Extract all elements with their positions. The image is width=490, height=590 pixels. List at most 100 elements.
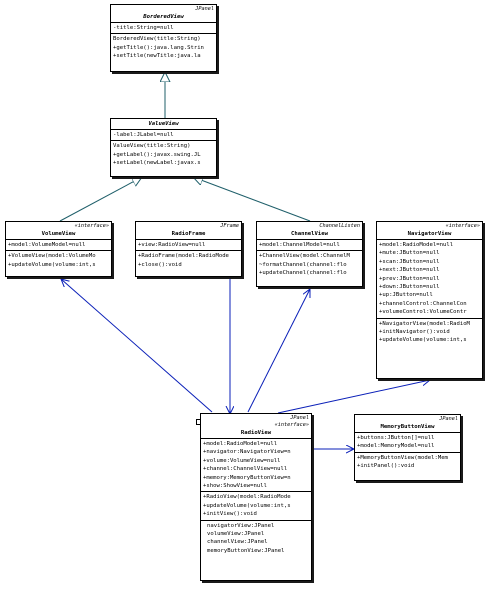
attribute-row: +scan:JButton=null: [379, 258, 440, 265]
operation-row: +updateChannel(channel:flo: [259, 270, 347, 277]
operation-row: +MemoryButtonView(model:Mem: [357, 454, 448, 461]
class-header: «interface» VolumeView: [6, 222, 111, 240]
attribute-row: +buttons:JButton[]=null: [357, 435, 435, 441]
operations-compartment: +RadioView(model:RadioMode+updateVolume(…: [201, 492, 311, 521]
operation-row: +RadioFrame(model:RadioMode: [138, 253, 229, 260]
class-navigatorview[interactable]: «interface» NavigatorView +model:RadioMode…: [376, 221, 483, 379]
operation-row: +initPanel():void: [357, 463, 415, 470]
class-name: NavigatorView: [407, 231, 452, 237]
generalization-channelview-to-valueview: [193, 177, 311, 222]
generalization-volumeview-to-valueview: [59, 177, 142, 222]
operations-compartment: +NavigatorView(model:RadioM +initNavigato…: [377, 319, 482, 346]
attributes-compartment: -label:JLabel=null: [111, 130, 216, 142]
attribute-row: +show:ShowView=null: [203, 483, 267, 490]
attributes-compartment: +model:ChannelModel=null: [257, 240, 362, 252]
class-name: RadioFrame: [171, 231, 206, 237]
operations-compartment: BorderedView(title:String)+getTitle():ja…: [111, 34, 216, 61]
class-volumeview[interactable]: «interface» VolumeView +model:VolumeModel=…: [5, 221, 112, 277]
operation-row: +NavigatorView(model:RadioM: [379, 320, 470, 327]
class-stereotype: ChannelListen: [319, 223, 360, 229]
attribute-row: +channel:ChannelView=null: [203, 466, 288, 473]
association-radioview-to-channelview: [247, 289, 310, 413]
attribute-row: +mute:JButton=null: [379, 250, 440, 257]
operations-compartment: +ChannelView(model:ChannelM~formatChanne…: [257, 251, 362, 278]
class-radioview[interactable]: JPanel«interface»RadioView+model:RadioMo…: [200, 413, 312, 581]
class-name: RadioView: [240, 430, 272, 436]
operation-row: +setTitle(newTitle:java.la: [113, 53, 201, 60]
class-stereotype: «interface»: [445, 223, 480, 229]
operation-row: +close():void: [138, 261, 182, 268]
attributes-compartment: -title:String=null: [111, 23, 216, 35]
class-name: ChannelView: [290, 231, 329, 237]
class-header: ValueView: [111, 119, 216, 130]
operation-row: ValueView(title:String): [113, 143, 191, 150]
attribute-row: +channelControl:ChannelCon: [379, 300, 467, 307]
attribute-row: +next:JButton=null: [379, 267, 440, 274]
operation-row: +getTitle():java.lang.Strin: [113, 44, 204, 51]
operations-compartment: +MemoryButtonView(model:Mem +initPanel():…: [355, 453, 460, 472]
class-stereotype: JPanel: [439, 416, 458, 422]
attribute-row: +model:RadioModel=null: [379, 242, 454, 248]
class-name: MemoryButtonView: [380, 424, 435, 430]
attribute-row: -title:String=null: [113, 25, 174, 31]
operation-row: +updateVolume(volume:int,s: [8, 261, 96, 268]
operations-compartment: +RadioFrame(model:RadioMode+close():void: [136, 251, 241, 270]
attributes-compartment: +buttons:JButton[]=null +model:MemoryMode…: [355, 433, 460, 453]
attribute-row: +model:MemoryModel=null: [357, 443, 435, 450]
extra-row: channelView:JPanel: [207, 539, 268, 546]
class-name: ValueView: [148, 121, 179, 127]
operation-row: ~formatChannel(channel:flo: [259, 261, 347, 268]
attribute-row: -label:JLabel=null: [113, 132, 174, 138]
class-header: JPanel«interface»RadioView: [201, 414, 311, 439]
operation-row: +RadioView(model:RadioMode: [203, 494, 291, 501]
attribute-row: +volumeControl:VolumeContr: [379, 309, 467, 316]
operation-row: +initNavigator():void: [379, 329, 450, 336]
attribute-row: +model:ChannelModel=null: [259, 242, 340, 248]
class-stereotype: «interface»: [74, 223, 109, 229]
attribute-row: +model:RadioModel=null: [203, 441, 278, 447]
attributes-compartment: +model:RadioModel=null +mute:JButton=null…: [377, 240, 482, 319]
extra-row: memoryButtonView:JPanel: [207, 547, 285, 554]
attribute-row: +model:VolumeModel=null: [8, 242, 86, 248]
class-name: BorderedView: [143, 14, 184, 20]
operation-row: BorderedView(title:String): [113, 36, 201, 43]
attribute-row: +prev:JButton=null: [379, 275, 440, 282]
operation-row: +updateVolume(volume:int,s: [379, 337, 467, 344]
attributes-compartment: +view:RadioView=null: [136, 240, 241, 252]
operation-row: +ChannelView(model:ChannelM: [259, 253, 350, 260]
operation-row: +getLabel():javax.swing.JL: [113, 151, 201, 158]
class-stereotype: «interface»: [274, 422, 309, 428]
operations-compartment: +VolumeView(model:VolumeMo+updateVolume(…: [6, 251, 111, 270]
class-name: VolumeView: [41, 231, 76, 237]
operation-row: +VolumeView(model:VolumeMo: [8, 253, 96, 260]
attribute-row: +view:RadioView=null: [138, 242, 206, 248]
attributes-compartment: +model:RadioModel=null +navigator:Navigat…: [201, 439, 311, 493]
attribute-row: +navigator:NavigatorView=n: [203, 449, 291, 456]
extra-row: navigatorView:JPanel: [207, 522, 275, 529]
attribute-row: +down:JButton=null: [379, 284, 440, 291]
association-radioview-to-navigatorview: [277, 380, 430, 414]
attribute-row: +up:JButton=null: [379, 292, 433, 299]
attribute-row: +memory:MemoryButtonView=n: [203, 474, 291, 481]
class-stereotype: JPanel: [195, 6, 214, 12]
class-stereotype: JFrame: [220, 223, 239, 229]
attributes-compartment: +model:VolumeModel=null: [6, 240, 111, 252]
operation-row: +updateVolume(volume:int,s: [203, 502, 291, 509]
class-header: «interface» NavigatorView: [377, 222, 482, 240]
operations-compartment: ValueView(title:String)+getLabel():javax…: [111, 141, 216, 168]
class-superclass-label: JPanel: [290, 415, 309, 421]
attribute-row: +volume:VolumeView=null: [203, 457, 281, 464]
extra-row: volumeView:JPanel: [207, 531, 265, 538]
operation-row: +setLabel(newLabel:javax.s: [113, 160, 201, 167]
association-radioview-to-volumeview: [61, 279, 213, 413]
